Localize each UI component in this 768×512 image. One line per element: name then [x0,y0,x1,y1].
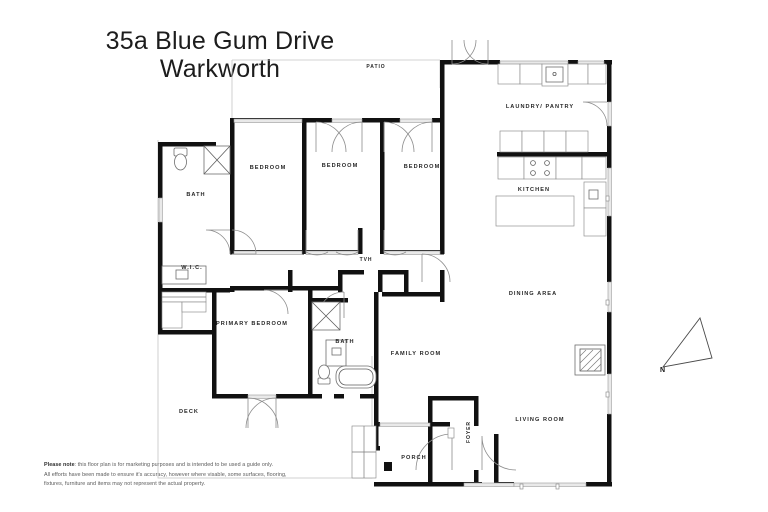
room-label-bath-family: BATH [335,339,354,345]
vanity-fixture-bath-family [325,339,347,367]
title-street: 35a Blue Gum Drive [105,27,335,55]
window-mullion [519,483,524,490]
bathtub-fixture [335,365,377,389]
room-label-dining-area: DINING AREA [509,291,557,297]
kitchen-island [495,195,575,227]
porch-seat [351,425,377,479]
room-label-wic: W.I.C. [181,265,203,271]
disclaimer-note: Please note: this floor plan is for mark… [44,461,374,490]
room-label-patio: PATIO [366,64,385,70]
appliance-column [583,181,607,237]
walls-structure [158,60,612,487]
room-label-porch: PORCH [401,455,426,461]
room-label-bedroom-1: BEDROOM [250,165,287,171]
shower-fixture-bath-family [311,301,341,331]
laundry-bench [497,63,607,87]
kitchen-upper-cabinets [499,130,589,153]
room-label-bedroom-3: BEDROOM [404,164,441,170]
disclaimer-lead: Please note [44,462,75,468]
fixtures [161,63,610,490]
shower-fixture-bath-main [203,145,231,175]
door-swings [205,39,608,471]
room-labels: PATIO BATH W.I.C. BEDROOM BEDROOM BEDROOM TVH P… [179,64,574,461]
room-label-family-room: FAMILY ROOM [391,351,441,357]
room-label-bedroom-2: BEDROOM [322,163,359,169]
room-label-living-room: LIVING ROOM [515,417,564,423]
wardrobe-shelving-wic [161,291,207,329]
compass-rose: N [660,317,713,374]
room-label-kitchen: KITCHEN [518,187,550,193]
room-label-laundry-pantry: LAUNDRY/ PANTRY [506,104,574,110]
window-mullion [605,391,610,398]
vanity-fixture-bath-main [161,265,207,285]
room-label-foyer: FOYER [466,421,472,443]
windows [158,60,612,487]
toilet-fixture-bath-family [317,364,331,385]
room-label-bath-main: BATH [186,192,205,198]
room-label-hall: TVH [360,257,373,263]
window-mullion [605,299,610,306]
disclaimer-line-3: fixtures, furniture and items may not re… [44,481,206,488]
foyer-door-jamb [447,427,455,439]
toilet-fixture-bath-main [173,147,188,171]
window-mullion [555,483,560,490]
window-mullion [605,195,610,202]
disclaimer-line-1-text: : this floor plan is for marketing purpo… [74,462,274,468]
room-label-deck: DECK [179,409,199,415]
disclaimer-line-2: All efforts have been made to ensure it'… [44,471,287,478]
compass-north-label: N [660,367,665,374]
fireplace [574,344,606,376]
porch-post [384,462,392,471]
disclaimer-line-1: Please note: this floor plan is for mark… [44,461,374,471]
room-label-primary-bedroom: PRIMARY BEDROOM [216,321,288,327]
kitchen-bench-cooktop [497,156,607,180]
